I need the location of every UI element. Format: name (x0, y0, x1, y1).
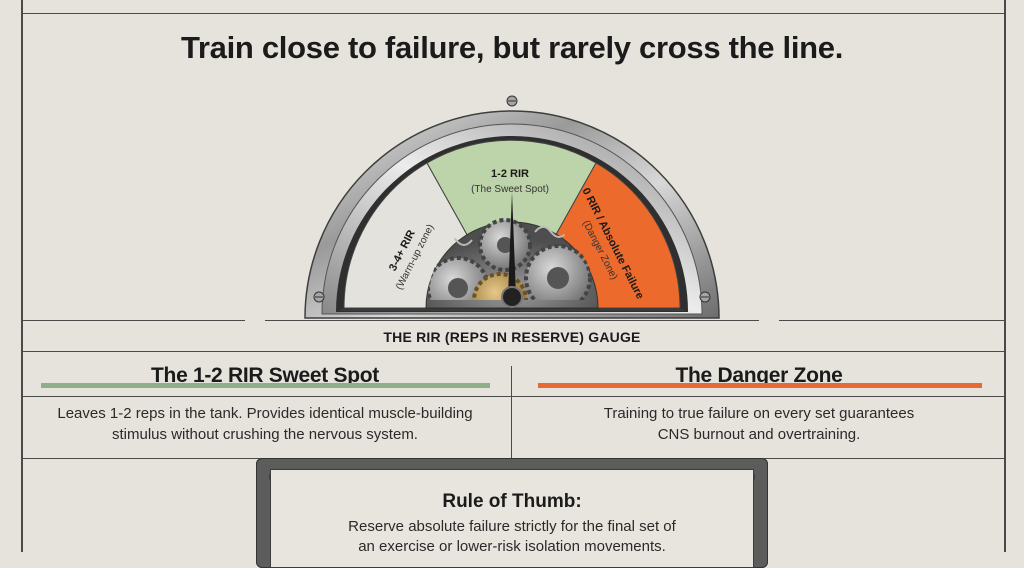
rule-of-thumb-text: Reserve absolute failure strictly for th… (271, 517, 753, 557)
sweet-spot-text-line2: stimulus without crushing the nervous sy… (112, 426, 418, 443)
danger-zone-text-line2: CNS burnout and overtraining. (657, 426, 861, 443)
rule-of-thumb-text-line1: Reserve absolute failure strictly for th… (348, 518, 676, 535)
rir-gauge: 3-4+ RIR (Warm-up zone) 1-2 RIR (The Swe… (304, 95, 720, 319)
zone-sweet-spot-label: 1-2 RIR (The Sweet Spot) (471, 168, 549, 195)
rule-of-thumb-plate: Rule of Thumb: Reserve absolute failure … (256, 458, 768, 568)
frame-top-line (21, 13, 1006, 14)
section-top-line (21, 351, 1006, 352)
column-divider (511, 366, 512, 459)
divider-left (21, 320, 245, 321)
danger-zone-underline (538, 383, 982, 388)
needle-hub (501, 286, 523, 308)
gauge-needle (508, 192, 516, 296)
danger-zone-text-line1: Training to true failure on every set gu… (603, 405, 915, 422)
section-mid-line (21, 396, 1006, 397)
sweet-spot-text: Leaves 1-2 reps in the tank. Provides id… (30, 403, 500, 445)
zone-sweet-spot-sub: (The Sweet Spot) (471, 184, 549, 195)
bezel-screws (313, 95, 711, 303)
rule-of-thumb-panel: Rule of Thumb: Reserve absolute failure … (270, 469, 754, 568)
danger-zone-text: Training to true failure on every set gu… (524, 403, 994, 445)
sweet-spot-heading: The 1-2 RIR Sweet Spot (151, 364, 379, 387)
page-title: Train close to failure, but rarely cross… (180, 30, 844, 65)
rule-of-thumb-text-line2: an exercise or lower-risk isolation move… (358, 538, 666, 555)
frame-left-line (21, 0, 23, 552)
divider-center (265, 320, 759, 321)
zone-sweet-spot-title: 1-2 RIR (491, 168, 529, 180)
divider-right (779, 320, 1006, 321)
gauge-caption: THE RIR (REPS IN RESERVE) GAUGE (383, 329, 641, 345)
danger-zone-heading: The Danger Zone (675, 364, 843, 387)
frame-right-line (1004, 0, 1006, 552)
rule-of-thumb-title: Rule of Thumb: (442, 491, 582, 512)
sweet-spot-underline (41, 383, 490, 388)
sweet-spot-text-line1: Leaves 1-2 reps in the tank. Provides id… (57, 405, 473, 422)
